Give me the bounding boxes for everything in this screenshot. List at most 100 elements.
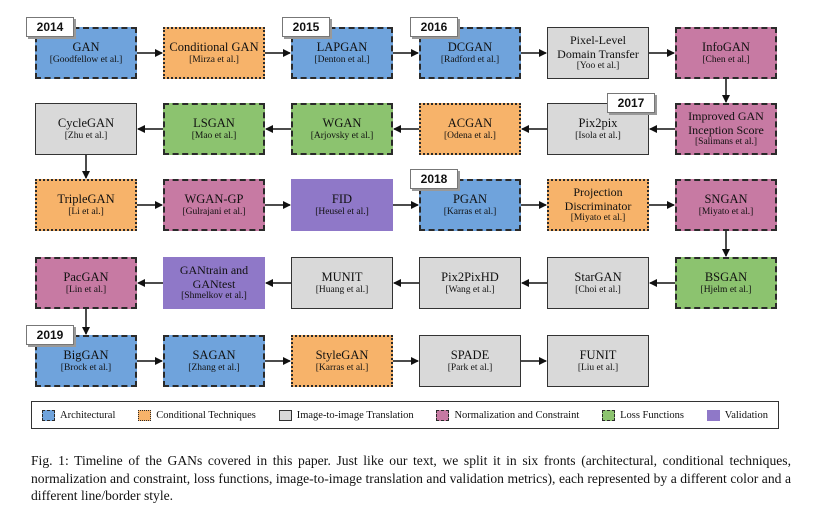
node-pacgan: PacGAN[Lin et al.] bbox=[35, 257, 137, 309]
node-triplegan: TripleGAN[Li et al.] bbox=[35, 179, 137, 231]
node-name: Pix2pix bbox=[578, 116, 618, 131]
node-authors: [Lin et al.] bbox=[65, 284, 107, 295]
legend-item-cond: Conditional Techniques bbox=[138, 409, 256, 421]
year-label-2019: 2019 bbox=[26, 325, 74, 345]
legend-label: Validation bbox=[724, 409, 768, 421]
node-authors: [Hjelm et al.] bbox=[700, 284, 752, 295]
legend-label: Loss Functions bbox=[620, 409, 684, 421]
node-cgan: Conditional GAN[Mirza et al.] bbox=[163, 27, 265, 79]
year-label-2015: 2015 bbox=[282, 17, 330, 37]
node-cyclegan: CycleGAN[Zhu et al.] bbox=[35, 103, 137, 155]
node-name: Pix2PixHD bbox=[441, 270, 499, 285]
node-name: MUNIT bbox=[321, 270, 363, 285]
legend-swatch-cond bbox=[138, 409, 152, 421]
legend-item-loss: Loss Functions bbox=[602, 409, 684, 421]
legend-label: Conditional Techniques bbox=[156, 409, 256, 421]
node-name: SPADE bbox=[450, 348, 490, 363]
node-acgan: ACGAN[Odena et al.] bbox=[419, 103, 521, 155]
legend-label: Architectural bbox=[60, 409, 116, 421]
node-authors: [Isola et al.] bbox=[575, 130, 621, 141]
node-fid: FID[Heusel et al.] bbox=[291, 179, 393, 231]
node-authors: [Miyato et al.] bbox=[698, 206, 754, 217]
node-stargan: StarGAN[Choi et al.] bbox=[547, 257, 649, 309]
year-label-2016: 2016 bbox=[410, 17, 458, 37]
legend-label: Normalization and Constraint bbox=[454, 409, 580, 421]
node-spade: SPADE[Park et al.] bbox=[419, 335, 521, 387]
node-authors: [Radford et al.] bbox=[440, 54, 500, 65]
node-name: StyleGAN bbox=[315, 348, 369, 363]
legend-swatch-arch bbox=[42, 409, 55, 421]
node-authors: [Shmelkov et al.] bbox=[181, 291, 247, 302]
node-authors: [Odena et al.] bbox=[444, 130, 496, 141]
node-name: Pixel-Level bbox=[570, 32, 626, 47]
year-label-2014: 2014 bbox=[26, 17, 74, 37]
node-name: LAPGAN bbox=[316, 40, 368, 55]
node-name: WGAN bbox=[322, 116, 362, 131]
node-munit: MUNIT[Huang et al.] bbox=[291, 257, 393, 309]
node-name: Improved GAN bbox=[688, 108, 764, 123]
node-authors: [Karras et al.] bbox=[443, 206, 497, 217]
node-name: ACGAN bbox=[447, 116, 493, 131]
node-name: BigGAN bbox=[63, 348, 109, 363]
legend-item-arch: Architectural bbox=[42, 409, 116, 421]
node-authors: [Salimans et al.] bbox=[695, 137, 757, 148]
year-label-2018: 2018 bbox=[410, 169, 458, 189]
node-pix2pixhd: Pix2PixHD[Wang et al.] bbox=[419, 257, 521, 309]
legend-item-norm: Normalization and Constraint bbox=[436, 409, 580, 421]
node-authors: [Zhu et al.] bbox=[64, 130, 108, 141]
node-authors: [Huang et al.] bbox=[315, 284, 369, 295]
node-authors: [Choi et al.] bbox=[575, 284, 621, 295]
node-sagan: SAGAN[Zhang et al.] bbox=[163, 335, 265, 387]
node-authors: [Mao et al.] bbox=[191, 130, 237, 141]
legend-swatch-valid bbox=[706, 409, 720, 421]
node-sngan: SNGAN[Miyato et al.] bbox=[675, 179, 777, 231]
legend-item-valid: Validation bbox=[706, 409, 768, 421]
node-name: Projection bbox=[573, 184, 623, 199]
node-authors: [Heusel et al.] bbox=[315, 206, 369, 217]
legend-label: Image-to-image Translation bbox=[296, 409, 414, 421]
legend-swatch-img2img bbox=[278, 409, 292, 421]
legend: Architectural Conditional Techniques Image… bbox=[31, 401, 779, 429]
node-name: TripleGAN bbox=[57, 192, 115, 207]
node-name: WGAN-GP bbox=[184, 192, 244, 207]
node-name: DCGAN bbox=[447, 40, 493, 55]
node-authors: [Li et al.] bbox=[68, 206, 104, 217]
node-name: Inception Score bbox=[688, 122, 764, 137]
node-authors: [Miyato et al.] bbox=[570, 213, 626, 224]
node-authors: [Wang et al.] bbox=[445, 284, 495, 295]
legend-swatch-norm bbox=[436, 409, 450, 421]
legend-item-img2img: Image-to-image Translation bbox=[278, 409, 414, 421]
node-authors: [Mirza et al.] bbox=[189, 54, 239, 65]
node-name: BSGAN bbox=[704, 270, 748, 285]
node-name: GAN bbox=[72, 40, 100, 55]
node-bsgan: BSGAN[Hjelm et al.] bbox=[675, 257, 777, 309]
node-name: SNGAN bbox=[704, 192, 748, 207]
node-lsgan: LSGAN[Mao et al.] bbox=[163, 103, 265, 155]
node-name: GANtrain and bbox=[179, 262, 249, 277]
figure-caption: Fig. 1: Timeline of the GANs covered in … bbox=[31, 453, 791, 504]
node-authors: [Brock et al.] bbox=[60, 362, 112, 373]
node-name: Domain Transfer bbox=[557, 46, 639, 61]
node-authors: [Liu et al.] bbox=[577, 362, 619, 373]
legend-swatch-loss bbox=[602, 409, 616, 421]
node-name: CycleGAN bbox=[57, 116, 115, 131]
node-authors: [Park et al.] bbox=[447, 362, 493, 373]
node-name: StarGAN bbox=[574, 270, 622, 285]
node-name: FID bbox=[331, 192, 353, 207]
node-name: SAGAN bbox=[192, 348, 236, 363]
node-name: FUNIT bbox=[579, 348, 617, 363]
node-authors: [Goodfellow et al.] bbox=[49, 54, 123, 65]
node-stylegan: StyleGAN[Karras et al.] bbox=[291, 335, 393, 387]
year-label-2017: 2017 bbox=[607, 93, 655, 113]
node-infogan: InfoGAN[Chen et al.] bbox=[675, 27, 777, 79]
node-authors: [Arjovsky et al.] bbox=[310, 130, 374, 141]
node-name: GANtest bbox=[192, 276, 236, 291]
node-authors: [Yoo et al.] bbox=[576, 61, 620, 72]
node-authors: [Denton et al.] bbox=[314, 54, 370, 65]
node-funit: FUNIT[Liu et al.] bbox=[547, 335, 649, 387]
